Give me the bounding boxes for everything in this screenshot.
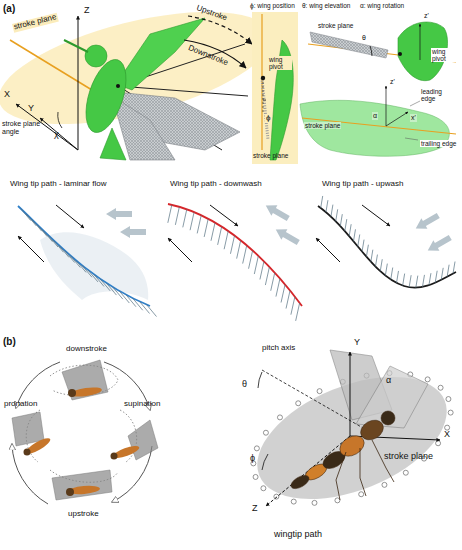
figure-label: α (386, 376, 391, 386)
figure-label: Wing tip path - downwash (170, 180, 262, 189)
figure-label: (b) (3, 336, 16, 347)
insect-3d (240, 350, 462, 524)
wing-tip-path-panels (18, 196, 456, 321)
figure-label: stroke plane (253, 152, 288, 159)
figure-label: stroke plane (12, 13, 58, 33)
figure-label: wing pivot (431, 48, 459, 62)
figure-label: stroke plane (384, 452, 433, 462)
figure-label: ϕ: wing position (250, 2, 295, 9)
figure-label: stroke plane (304, 122, 341, 129)
figure-label: Z (252, 504, 258, 514)
figure-label: supination (124, 400, 160, 409)
figure-label: ϕ (265, 114, 271, 123)
figure-label: Wing tip path - upwash (322, 180, 403, 189)
figure-label: X (444, 430, 450, 440)
figure-label: pronation (4, 400, 37, 409)
figure-label: upstroke (68, 510, 99, 519)
figure-label: Wing tip path - laminar flow (10, 180, 106, 189)
figure-label: θ: wing elevation (302, 2, 350, 9)
figure-label: downstroke (66, 345, 107, 354)
figure-label: wing pivot (268, 56, 292, 70)
figure-label: stroke plane (318, 22, 353, 29)
hummingbird-3d (0, 0, 282, 160)
figure-label: trailing edge (420, 140, 458, 147)
figure-label: stroke plane angle (2, 120, 46, 135)
figure-label: leading edge (420, 88, 458, 102)
figure-label: Y (28, 104, 34, 114)
figure-label: (a) (3, 3, 15, 14)
figure-label: z' (390, 78, 395, 86)
figure-label: ϕ (250, 454, 255, 464)
figure-label: α: wing rotation (360, 2, 404, 9)
figure-label: X (4, 90, 10, 100)
figure-label: α (372, 112, 378, 120)
stroke-cycle (12, 360, 158, 504)
figure-label: Y (354, 338, 360, 348)
figure-label: χ (54, 130, 59, 140)
front-view-inset (252, 12, 298, 164)
figure-label: pitch axis (262, 344, 295, 353)
figure-label: x' (410, 114, 417, 122)
figure-label: Z (84, 6, 90, 16)
figure-label: θ (362, 34, 366, 42)
figure-label: θ (242, 380, 247, 390)
figure-label: z' (424, 12, 429, 20)
figure-label: wingtip path (274, 530, 322, 540)
